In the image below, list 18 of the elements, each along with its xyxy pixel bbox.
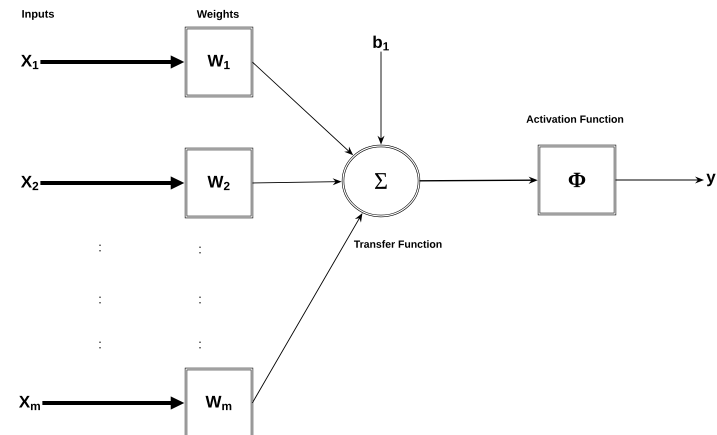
ellipsis-dots: : — [99, 342, 101, 348]
ellipsis-dots: : — [199, 246, 201, 254]
ellipsis-dots: : — [99, 244, 101, 252]
weight-box: W$_{1}$ — [184, 26, 254, 98]
variable-label: b$_{1}$ — [373, 36, 389, 50]
activation-box: Φ — [538, 144, 616, 216]
variable-label: y — [706, 174, 716, 186]
function-label: Transfer Function — [354, 240, 442, 248]
variable-label: X$_{1}$ — [20, 54, 38, 70]
weight-box: W$_{2}$ — [184, 148, 254, 218]
ellipsis-dots: : — [199, 296, 201, 304]
variable-label: X$_{m}$ — [19, 396, 40, 410]
weight-box: W$_{m}$ — [184, 368, 254, 435]
column-heading: Inputs — [22, 10, 54, 20]
ellipsis-dots: : — [99, 296, 101, 304]
ellipsis-dots: : — [199, 342, 201, 348]
variable-label: X$_{2}$ — [20, 176, 38, 190]
function-label: Activation Function — [526, 115, 624, 123]
